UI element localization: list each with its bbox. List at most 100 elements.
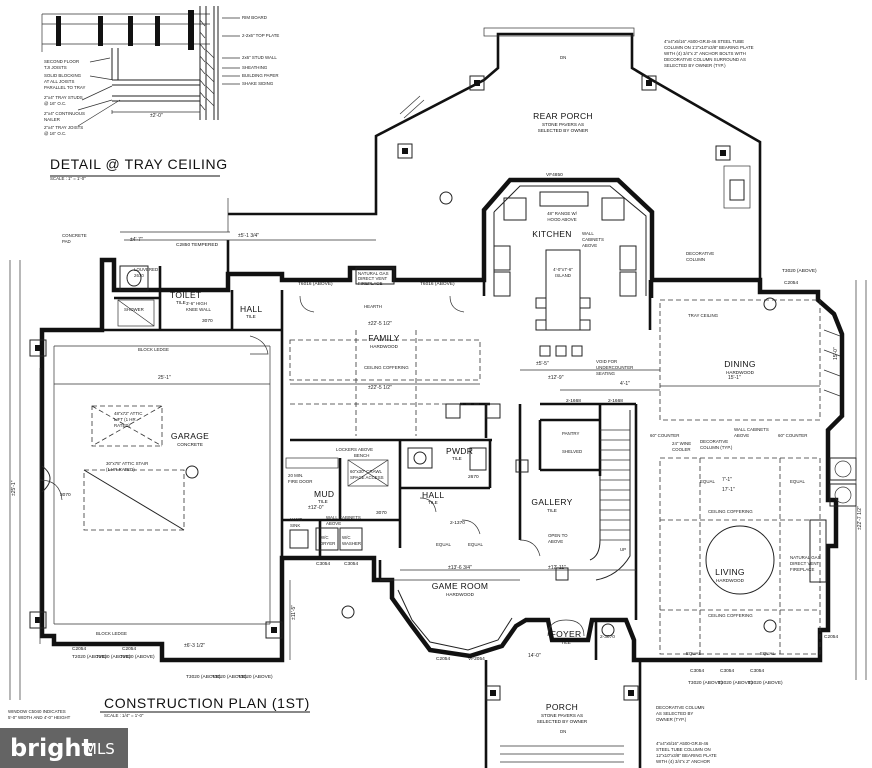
window-tag: T6016 (ABOVE)	[420, 282, 455, 287]
room-floor-foyer: TILE	[561, 640, 571, 645]
window-tag: T3020 (ABOVE)	[212, 675, 247, 680]
window-tag: T3020 (ABOVE)	[688, 681, 723, 686]
room-floor-garage: CONCRETE	[177, 442, 203, 447]
detail-note: TJI JOISTS	[44, 65, 67, 70]
room-label-pwdr: PWDR	[446, 446, 474, 456]
louvered-note: LOUVERED	[134, 267, 159, 272]
void-note: VOID FOR	[596, 359, 618, 364]
dimension-label: 25'-1"	[158, 375, 171, 381]
door-tag: 3070	[376, 511, 387, 516]
detail-callout: 2-2x6" TOP PLATE	[242, 33, 280, 38]
wine-cooler-note: COOLER	[672, 447, 691, 452]
column-note: 4"x4"x5/16" A500-GR.B-46 STEEL TUBE	[664, 39, 745, 44]
dimension-label: ±5'-1 3/4"	[238, 233, 260, 239]
wall-cabinets-note: WALL	[582, 231, 594, 236]
room-floor-dining: HARDWOOD	[726, 370, 754, 375]
concrete-pad-note: CONCRETE	[62, 233, 87, 238]
dimension-label: ±5'-5"	[536, 361, 549, 367]
deco-column-note: OWNER (TYP.)	[656, 717, 687, 722]
window-tag: T3020 (ABOVE)	[782, 269, 817, 274]
open-above-note: ABOVE	[548, 539, 564, 544]
range-note: HOOD ABOVE	[547, 217, 577, 222]
dimension-label: ±12'-11"	[548, 565, 566, 571]
dimension-label: ±22'-7 1/2"	[857, 506, 863, 530]
window-tag: C3054	[750, 669, 765, 674]
room-label-rear-porch: REAR PORCH	[533, 111, 593, 121]
column-note: DECORATIVE COLUMN SURROUND AS	[664, 57, 746, 62]
detail-callout: 2x6" STUD WALL	[242, 55, 277, 60]
decorative-column-note: DECORATIVE	[686, 251, 715, 256]
ceiling-coffering-note: CEILING COFFERING	[708, 613, 753, 618]
bench-note: BENCH	[354, 453, 370, 458]
door-tag: 2-1370	[450, 521, 465, 526]
detail-note: 2"x4" TRAY STUDS	[44, 95, 83, 100]
window-tag: T6016 (ABOVE)	[298, 282, 333, 287]
dimension-label: 15'-0"	[833, 347, 839, 360]
room-floor-hall-lower: TILE	[428, 500, 438, 505]
window-tag: T3020 (ABOVE)	[748, 681, 783, 686]
knee-wall-note: KNEE WALL	[186, 307, 211, 312]
window-tag: T3020 (ABOVE)	[186, 675, 221, 680]
dryer-note: W/C	[320, 535, 329, 540]
game-room-bay	[380, 579, 520, 651]
dimension-label: ±12'-9"	[548, 375, 564, 381]
fireplace-note: DIRECT VENT	[358, 276, 388, 281]
plan-title: CONSTRUCTION PLAN (1ST)	[104, 695, 310, 711]
room-floor-porch: STONE PAVERS AS	[540, 713, 584, 718]
kitchen-fixtures	[493, 185, 647, 357]
window-tag: T2020 (ABOVE)	[72, 655, 107, 660]
detail-note: @ 16" O.C.	[44, 131, 67, 136]
equal-note: EQUAL	[700, 479, 715, 484]
door-tag: 2-3070	[600, 635, 615, 640]
detail-note: NAILER	[44, 117, 60, 122]
attic-lift-note: RATED)	[114, 423, 131, 428]
window-tag: T3020 (ABOVE)	[238, 675, 273, 680]
room-label-hall-lower: HALL	[422, 490, 445, 500]
counter-note: 60" COUNTER	[778, 433, 808, 438]
tray-ceiling-note: TRAY CEILING	[688, 313, 719, 318]
equal-note: EQUAL	[790, 479, 805, 484]
shower-label: SHOWER	[124, 307, 144, 312]
detail-note: AT ALL JOISTS	[44, 79, 75, 84]
fireplace-living-note: NATURAL GAS	[790, 555, 821, 560]
dimension-label: ±12'-0"	[308, 505, 324, 511]
island-note: ISLAND	[555, 273, 571, 278]
room-label-toilet: TOILET	[170, 290, 202, 300]
dimension-label: ±25'-1"	[11, 480, 17, 496]
interior-walls	[42, 240, 654, 660]
pantry-note: PANTRY	[562, 431, 580, 436]
dimension-label: 15'-1"	[728, 375, 741, 381]
attic-stair-note: 30"x75" ATTIC STAIR	[106, 461, 149, 466]
open-above-note: OPEN TO	[548, 533, 568, 538]
room-label-foyer: FOYER	[550, 629, 582, 639]
window-note: 5'-0" WIDTH AND 4'-0" HEIGHT	[8, 715, 71, 720]
brand-suffix: MLS	[84, 740, 115, 758]
dimension-lines	[9, 231, 867, 700]
fire-door-note: 20 MIN.	[288, 473, 304, 478]
equal-note: EQUAL	[468, 542, 483, 547]
ceiling-coffering-note: CEILING COFFERING	[708, 509, 753, 514]
washer-note: W/C	[342, 535, 351, 540]
fireplace-living-note: FIREPLACE	[790, 567, 815, 572]
ceiling-details	[289, 267, 857, 655]
ceiling-coffering-note: CEILING COFFERING	[364, 365, 409, 370]
island-note: 4'-0"x7'-6"	[553, 267, 573, 272]
wall-cab-mud-note: WALL CABINETS	[326, 515, 361, 520]
room-floor-game-room: HARDWOOD	[446, 592, 474, 597]
counter-note: 60" COUNTER	[650, 433, 680, 438]
dimension-label: 14'-0"	[528, 653, 541, 659]
fireplace-living-note: DIRECT VENT	[790, 561, 820, 566]
column-note: SELECTED BY OWNER (TYP.)	[664, 63, 726, 68]
wall-cabinets-dining-note: WALL CABINETS	[734, 427, 769, 432]
room-label-living: LIVING	[715, 567, 745, 577]
equal-note: EQUAL	[760, 651, 775, 656]
window-tag: C2054	[436, 657, 451, 662]
fire-door-note: FIRE DOOR	[288, 479, 313, 484]
hand-sink-note: HAND	[290, 517, 303, 522]
detail-callout: BUILDING PAPER	[242, 73, 279, 78]
wine-cooler-note: 24" WINE	[672, 441, 692, 446]
room-label-mud: MUD	[314, 489, 335, 499]
detail-callout: RIM BOARD	[242, 15, 267, 20]
dimension-label: ±11'-5"	[291, 604, 297, 620]
